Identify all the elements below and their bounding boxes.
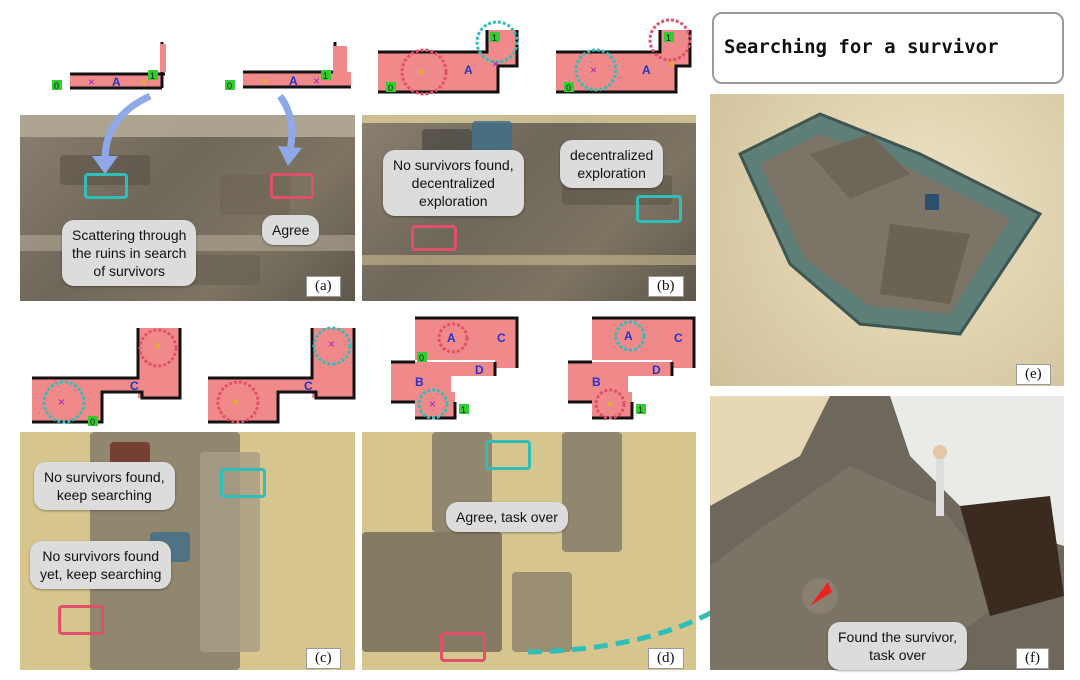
svg-text:×: × <box>232 395 239 409</box>
svg-text:C: C <box>497 331 506 345</box>
svg-text:×: × <box>261 74 268 88</box>
svg-text:1: 1 <box>461 405 466 415</box>
svg-text:×: × <box>88 75 95 89</box>
svg-text:1: 1 <box>492 33 497 43</box>
map-a-left: A × × 0 1 <box>52 42 166 91</box>
panel-d-cyan-marker <box>485 440 531 470</box>
panel-c-label: (c) <box>306 648 341 669</box>
panel-d-bubble-agree: Agree, task over <box>446 502 568 532</box>
panel-c-bubble-bottom: No survivors found yet, keep searching <box>30 541 172 589</box>
svg-text:1: 1 <box>323 71 328 81</box>
panel-a-bubble-agree: Agree <box>262 215 320 245</box>
svg-text:A: A <box>464 63 473 77</box>
title-box: Searching for a survivor <box>712 12 1064 84</box>
map-a-right: A × × 0 1 <box>225 42 351 91</box>
svg-text:×: × <box>668 57 675 71</box>
svg-text:1: 1 <box>638 405 643 415</box>
panel-c-red-marker <box>58 605 104 635</box>
panel-a-label: (a) <box>306 276 341 297</box>
panel-b-red-marker <box>411 225 457 251</box>
svg-text:0: 0 <box>388 83 393 93</box>
svg-text:×: × <box>58 395 65 409</box>
svg-text:B: B <box>592 375 601 389</box>
svg-text:×: × <box>590 63 597 77</box>
panel-d-scene <box>362 432 696 670</box>
svg-text:0: 0 <box>90 417 95 427</box>
svg-text:×: × <box>606 397 613 411</box>
svg-text:A: A <box>642 63 651 77</box>
svg-text:B: B <box>415 375 424 389</box>
panel-f-label: (f) <box>1016 648 1049 669</box>
panel-d-label: (d) <box>648 648 684 669</box>
svg-text:0: 0 <box>419 353 424 363</box>
map-c-right: C × × <box>208 326 356 424</box>
svg-text:A: A <box>112 75 121 89</box>
title-text: Searching for a survivor <box>724 36 999 58</box>
map-d-right: A C B D × 1 <box>568 316 696 420</box>
map-c-left: C × × 0 <box>32 328 182 427</box>
panel-b-bubble-left: No survivors found, decentralized explor… <box>383 150 524 216</box>
svg-text:×: × <box>492 57 499 71</box>
svg-text:1: 1 <box>666 33 671 43</box>
svg-text:0: 0 <box>227 81 232 91</box>
panel-b-cyan-marker <box>636 195 682 223</box>
svg-text:A: A <box>447 331 456 345</box>
svg-text:×: × <box>418 65 425 79</box>
svg-text:×: × <box>313 74 320 88</box>
panel-e-building <box>738 112 1043 336</box>
svg-text:×: × <box>154 339 161 353</box>
panel-a-cyan-marker <box>84 173 128 199</box>
map-b-right: A × × 0 1 <box>556 18 692 94</box>
svg-text:C: C <box>304 379 313 393</box>
svg-text:1: 1 <box>150 71 155 81</box>
svg-text:D: D <box>475 363 484 377</box>
panel-f-scene-art <box>710 396 1064 670</box>
panel-e-scene <box>710 94 1064 386</box>
svg-text:C: C <box>130 379 139 393</box>
panel-b-bubble-right: decentralized exploration <box>560 140 664 188</box>
svg-text:C: C <box>674 331 683 345</box>
panel-f-scene <box>710 396 1064 670</box>
svg-text:×: × <box>328 337 335 351</box>
svg-text:A: A <box>624 329 633 343</box>
panel-b-label: (b) <box>648 276 684 297</box>
panel-c-bubble-top: No survivors found, keep searching <box>34 462 175 510</box>
panel-e-label: (e) <box>1016 364 1051 385</box>
svg-text:×: × <box>429 397 436 411</box>
svg-text:D: D <box>652 363 661 377</box>
panel-a-bubble-scatter: Scattering through the ruins in search o… <box>62 220 197 286</box>
panel-f-bubble-found: Found the survivor, task over <box>828 622 968 670</box>
svg-text:0: 0 <box>566 83 571 93</box>
svg-text:0: 0 <box>54 81 59 91</box>
panel-d-red-marker <box>440 632 486 662</box>
map-b-left: A × × 0 1 <box>378 20 519 96</box>
panel-c-cyan-marker <box>220 468 266 498</box>
svg-text:×: × <box>140 75 147 89</box>
svg-text:A: A <box>289 74 298 88</box>
panel-a-arrows <box>92 92 302 174</box>
map-d-left: A C B D × 0 1 <box>391 316 519 420</box>
panel-a-red-marker <box>270 173 314 199</box>
